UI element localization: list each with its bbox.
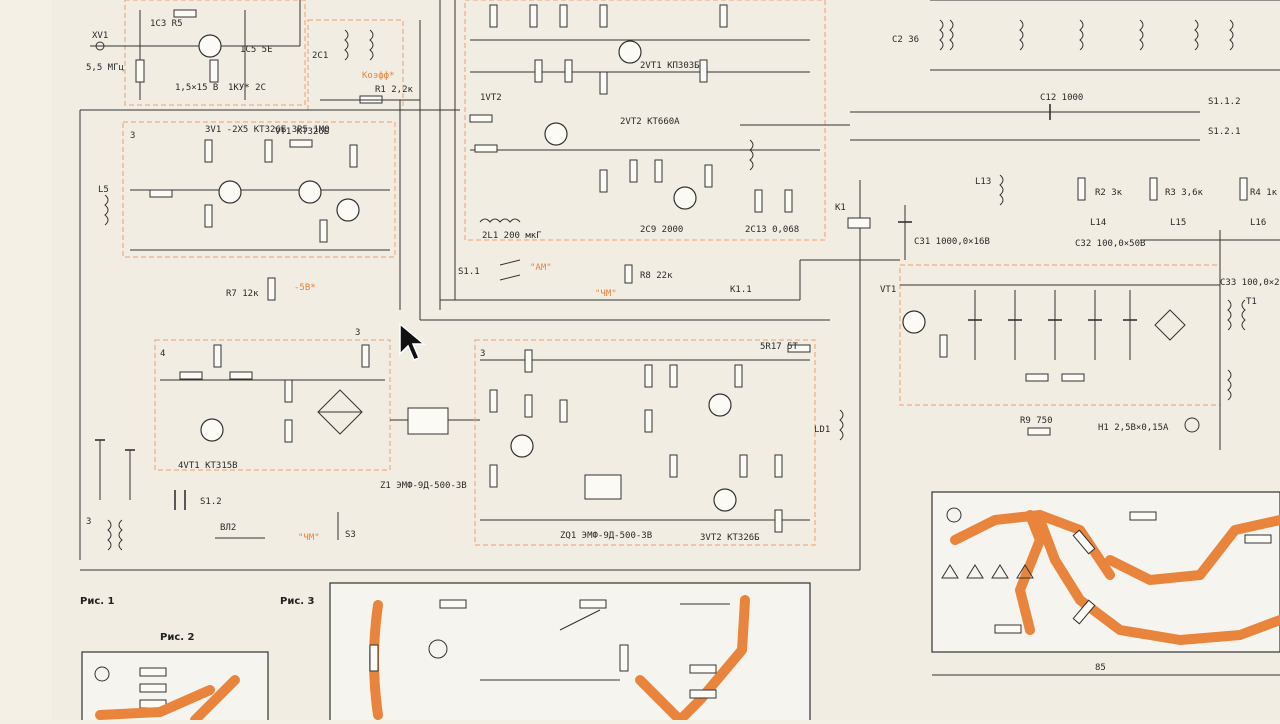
- block-detector: 4 4VT1 КТ315В 3: [154, 328, 391, 471]
- coil-l1: [344, 29, 349, 61]
- svg-text:3: 3: [480, 349, 485, 359]
- transistor-2vt1: [618, 40, 642, 64]
- coil-2l1: [479, 218, 521, 223]
- svg-text:ВЛ2: ВЛ2: [220, 523, 236, 533]
- filter-z1: Z1 ЭМФ-9Д-500-3В: [380, 407, 480, 491]
- input-label: XV1: [92, 31, 108, 41]
- dimension-85: 85: [1095, 663, 1106, 673]
- svg-text:"ЧМ": "ЧМ": [298, 533, 320, 543]
- label-vt1: VT1 КТ326Б: [275, 127, 329, 137]
- figure-1-label: Рис. 1: [80, 596, 115, 607]
- svg-text:5R17 5Т: 5R17 5Т: [760, 342, 799, 352]
- svg-text:S1.1.2: S1.1.2: [1208, 97, 1241, 107]
- svg-text:S1.2.1: S1.2.1: [1208, 127, 1241, 137]
- svg-text:1,5×15 В: 1,5×15 В: [175, 83, 218, 93]
- svg-text:"АМ": "АМ": [530, 263, 552, 273]
- svg-text:1С3 R5: 1С3 R5: [150, 19, 183, 29]
- switch-s1-1: S1.1 "АМ" "ЧМ" R8 22к: [458, 259, 673, 299]
- label-r4: R4 1к: [1250, 188, 1278, 198]
- label-s1: S1.1: [458, 267, 480, 277]
- label-vt8: 4VT1 КТ315В: [178, 461, 238, 471]
- filter-zq1: [584, 474, 622, 500]
- label-dl1: 2L1 200 мкГ: [482, 231, 542, 241]
- block-mixer: 2С1 Коэфф* R1 2,2к: [307, 19, 420, 111]
- svg-text:T1: T1: [1246, 297, 1257, 307]
- label-c31: С31 1000,0×16В: [914, 237, 990, 247]
- label-c12: С12 1000: [1040, 93, 1083, 103]
- label-s2: S1.2: [200, 497, 222, 507]
- label-h1: H1 2,5В×0,15А: [1098, 423, 1169, 433]
- label-zq2: Z1 ЭМФ-9Д-500-3В: [380, 481, 467, 491]
- svg-text:3: 3: [86, 517, 91, 527]
- block-power-supply: С31 1000,0×16В С32 100,0×50В С33 100,0×2…: [898, 205, 1280, 450]
- svg-text:4: 4: [160, 349, 165, 359]
- svg-text:"ЧМ": "ЧМ": [595, 289, 617, 299]
- transistor-3vt1: [218, 180, 242, 204]
- svg-text:2С1: 2С1: [312, 51, 328, 61]
- label-zq1: ZQ1 ЭМФ-9Д-500-3В: [560, 531, 652, 541]
- pcb-figure-1: 85: [931, 491, 1280, 676]
- label-c32: С32 100,0×50В: [1075, 239, 1145, 249]
- pcb-figure-3: [329, 582, 811, 724]
- label-r2: R2 3к: [1095, 188, 1123, 198]
- label-r8: R8 22к: [640, 271, 673, 281]
- label-vt3: 2VT2 КТ660А: [620, 117, 680, 127]
- lamp-h1: [1184, 417, 1200, 433]
- svg-text:3: 3: [355, 328, 360, 338]
- block-oscillator: 3 L5 3V1 -2Х5 КТ326Б 3R5 1М0 R7 12к -5В*: [98, 121, 396, 301]
- svg-text:3: 3: [130, 131, 135, 141]
- figure-2-label: Рис. 2: [160, 632, 195, 643]
- label-vt10: 3VT2 КТ326Б: [700, 533, 760, 543]
- label-r3: R3 3,6к: [1165, 188, 1204, 198]
- pcb-figure-2: [81, 651, 269, 724]
- rectifier-bridge: [1154, 309, 1186, 341]
- label-r7: R7 12к: [226, 289, 259, 299]
- transistor-6vt1: [902, 310, 926, 334]
- label-l16: L16: [1250, 218, 1266, 228]
- block-band-filters: C2 36 С12 1000 S1.1.2 S1.2.1 L13 R2 3к L…: [850, 0, 1280, 228]
- svg-text:К1: К1: [835, 203, 846, 213]
- svg-text:L5: L5: [98, 185, 109, 195]
- transistor-1vt1: [198, 34, 222, 58]
- svg-text:Коэфф*: Коэфф*: [362, 71, 395, 81]
- figure-3-label: Рис. 3: [280, 596, 315, 607]
- svg-text:3V1 -2Х5 КТ326Б 3R5 1М0: 3V1 -2Х5 КТ326Б 3R5 1М0: [205, 125, 330, 135]
- svg-text:1С5 5Е: 1С5 5Е: [240, 45, 273, 55]
- svg-text:-5В*: -5В*: [294, 283, 316, 293]
- resistor-1r1: [135, 59, 145, 83]
- transistor-2vt3: [673, 186, 697, 210]
- switch-s2: S1.2 3 ВЛ2 "ЧМ" S3: [86, 439, 356, 551]
- label-k1: К1.1: [730, 285, 752, 295]
- svg-text:2С9 2000: 2С9 2000: [640, 225, 683, 235]
- transistor-2vt2: [544, 122, 568, 146]
- input-frequency: 5,5 МГц: [86, 63, 124, 73]
- label-vt9: VT1: [880, 285, 896, 295]
- block-input-amplifier: XV1 5,5 МГц 1С3 R5 1С5 5Е 1,5×15 В 1КУ* …: [86, 0, 306, 106]
- diode-bridge: [317, 389, 363, 435]
- label-c36: C2 36: [892, 35, 919, 45]
- transistor-5vt1: [510, 434, 534, 458]
- label-l15: L15: [1170, 218, 1186, 228]
- svg-text:LD1: LD1: [814, 425, 830, 435]
- block-fm-if: 3 ZQ1 ЭМФ-9Д-500-3В 3VT2 КТ326Б LD1 5R17…: [474, 339, 844, 546]
- label-l14: L14: [1090, 218, 1106, 228]
- svg-text:1КУ* 2С: 1КУ* 2С: [228, 83, 266, 93]
- label-l13: L13: [975, 177, 991, 187]
- label-c33: С33 100,0×25В: [1220, 278, 1280, 288]
- svg-text:2С13 0,068: 2С13 0,068: [745, 225, 799, 235]
- transistor-4vt1: [200, 418, 224, 442]
- block-if-stage: 2VT1 КП303Б 2VT2 КТ660А 2L1 200 мкГ 2С9 …: [464, 0, 850, 241]
- label-vt2: 1VT2: [480, 93, 502, 103]
- label-r1: R1 2,2к: [375, 85, 414, 95]
- mouse-cursor-icon: [399, 322, 427, 361]
- label-vt5: 2VT1 КП303Б: [640, 61, 700, 71]
- label-r9: R9 750: [1020, 416, 1053, 426]
- label-s3: S3: [345, 530, 356, 540]
